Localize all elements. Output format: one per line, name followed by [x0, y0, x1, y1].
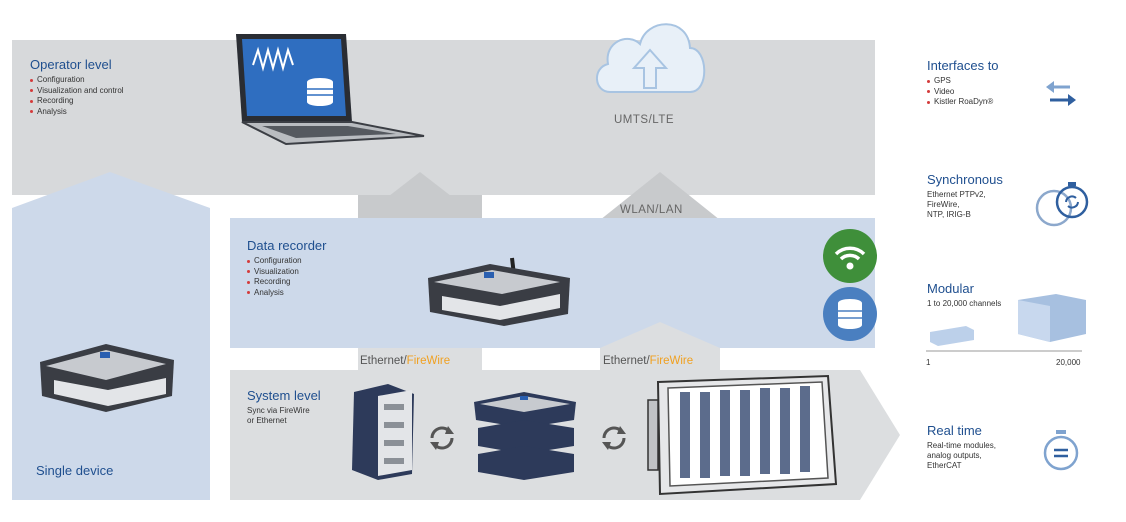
connection-label-right: Ethernet/FireWire — [603, 355, 693, 367]
rack-system-device — [647, 374, 838, 496]
sync-icon — [430, 426, 454, 450]
list-item: Visualization — [247, 267, 326, 278]
synchronous-line-2: FireWire, — [927, 200, 960, 209]
operator-level-block: Operator level Configuration Visualizati… — [30, 57, 124, 117]
real-time-block: Real time Real-time modules, analog outp… — [927, 423, 996, 471]
list-item: Recording — [247, 277, 326, 288]
connection-label-left: Ethernet/FireWire — [360, 355, 450, 367]
list-item: Configuration — [247, 256, 326, 267]
swap-arrows-icon — [1046, 81, 1076, 106]
system-level-desc-2: or Ethernet — [247, 416, 287, 425]
cloud-icon — [596, 23, 706, 93]
firewire-text: FireWire — [406, 355, 451, 367]
stopwatch-sync-icon — [1035, 182, 1089, 227]
wifi-icon — [823, 229, 877, 283]
modular-scale-graphic — [926, 294, 1086, 352]
list-item: Kistler RoaDyn® — [927, 97, 999, 108]
real-time-line-3: EtherCAT — [927, 461, 962, 470]
module-stack-device — [352, 384, 414, 480]
data-recorder-device — [428, 257, 570, 326]
list-item: Visualization and control — [30, 86, 124, 97]
modular-title: Modular — [927, 281, 974, 296]
synchronous-line-3: NTP, IRIG-B — [927, 210, 971, 219]
interfaces-title: Interfaces to — [927, 58, 999, 73]
synchronous-title: Synchronous — [927, 172, 1003, 187]
system-level-desc-1: Sync via FireWire — [247, 406, 310, 415]
data-recorder-title: Data recorder — [247, 238, 327, 253]
timer-icon — [1043, 430, 1079, 471]
list-item: Analysis — [30, 107, 124, 118]
system-level-block: System level Sync via FireWire or Ethern… — [247, 388, 321, 426]
ethernet-text: Ethernet/ — [603, 355, 650, 367]
operator-level-title: Operator level — [30, 57, 112, 72]
list-item: Recording — [30, 96, 124, 107]
stacked-devices — [474, 392, 576, 480]
synchronous-line-1: Ethernet PTPv2, — [927, 190, 986, 199]
modular-block: Modular 1 to 20,000 channels — [927, 281, 1001, 309]
single-device-illustration — [40, 344, 174, 412]
operator-level-list: Configuration Visualization and control … — [30, 75, 124, 117]
modular-desc: 1 to 20,000 channels — [927, 299, 1002, 308]
list-item: Video — [927, 87, 999, 98]
real-time-title: Real time — [927, 423, 982, 438]
wlan-lan-label: WLAN/LAN — [620, 204, 683, 216]
laptop-illustration — [236, 34, 425, 146]
sync-icon — [602, 426, 626, 450]
system-level-title: System level — [247, 388, 321, 403]
synchronous-block: Synchronous Ethernet PTPv2, FireWire, NT… — [927, 172, 1003, 220]
single-device-label: Single device — [36, 463, 114, 478]
data-recorder-list: Configuration Visualization Recording An… — [247, 256, 326, 298]
modular-scale-min: 1 — [926, 358, 931, 367]
data-recorder-block: Data recorder Configuration Visualizatio… — [247, 238, 326, 298]
list-item: Configuration — [30, 75, 124, 86]
real-time-line-1: Real-time modules, — [927, 441, 996, 450]
umts-lte-label: UMTS/LTE — [614, 114, 675, 126]
firewire-text: FireWire — [649, 355, 694, 367]
real-time-line-2: analog outputs, — [927, 451, 982, 460]
modular-scale-max: 20,000 — [1056, 358, 1081, 367]
database-icon — [823, 287, 877, 341]
ethernet-text: Ethernet/ — [360, 355, 407, 367]
interfaces-block: Interfaces to GPS Video Kistler RoaDyn® — [927, 58, 999, 108]
interfaces-list: GPS Video Kistler RoaDyn® — [927, 76, 999, 108]
list-item: Analysis — [247, 288, 326, 299]
list-item: GPS — [927, 76, 999, 87]
